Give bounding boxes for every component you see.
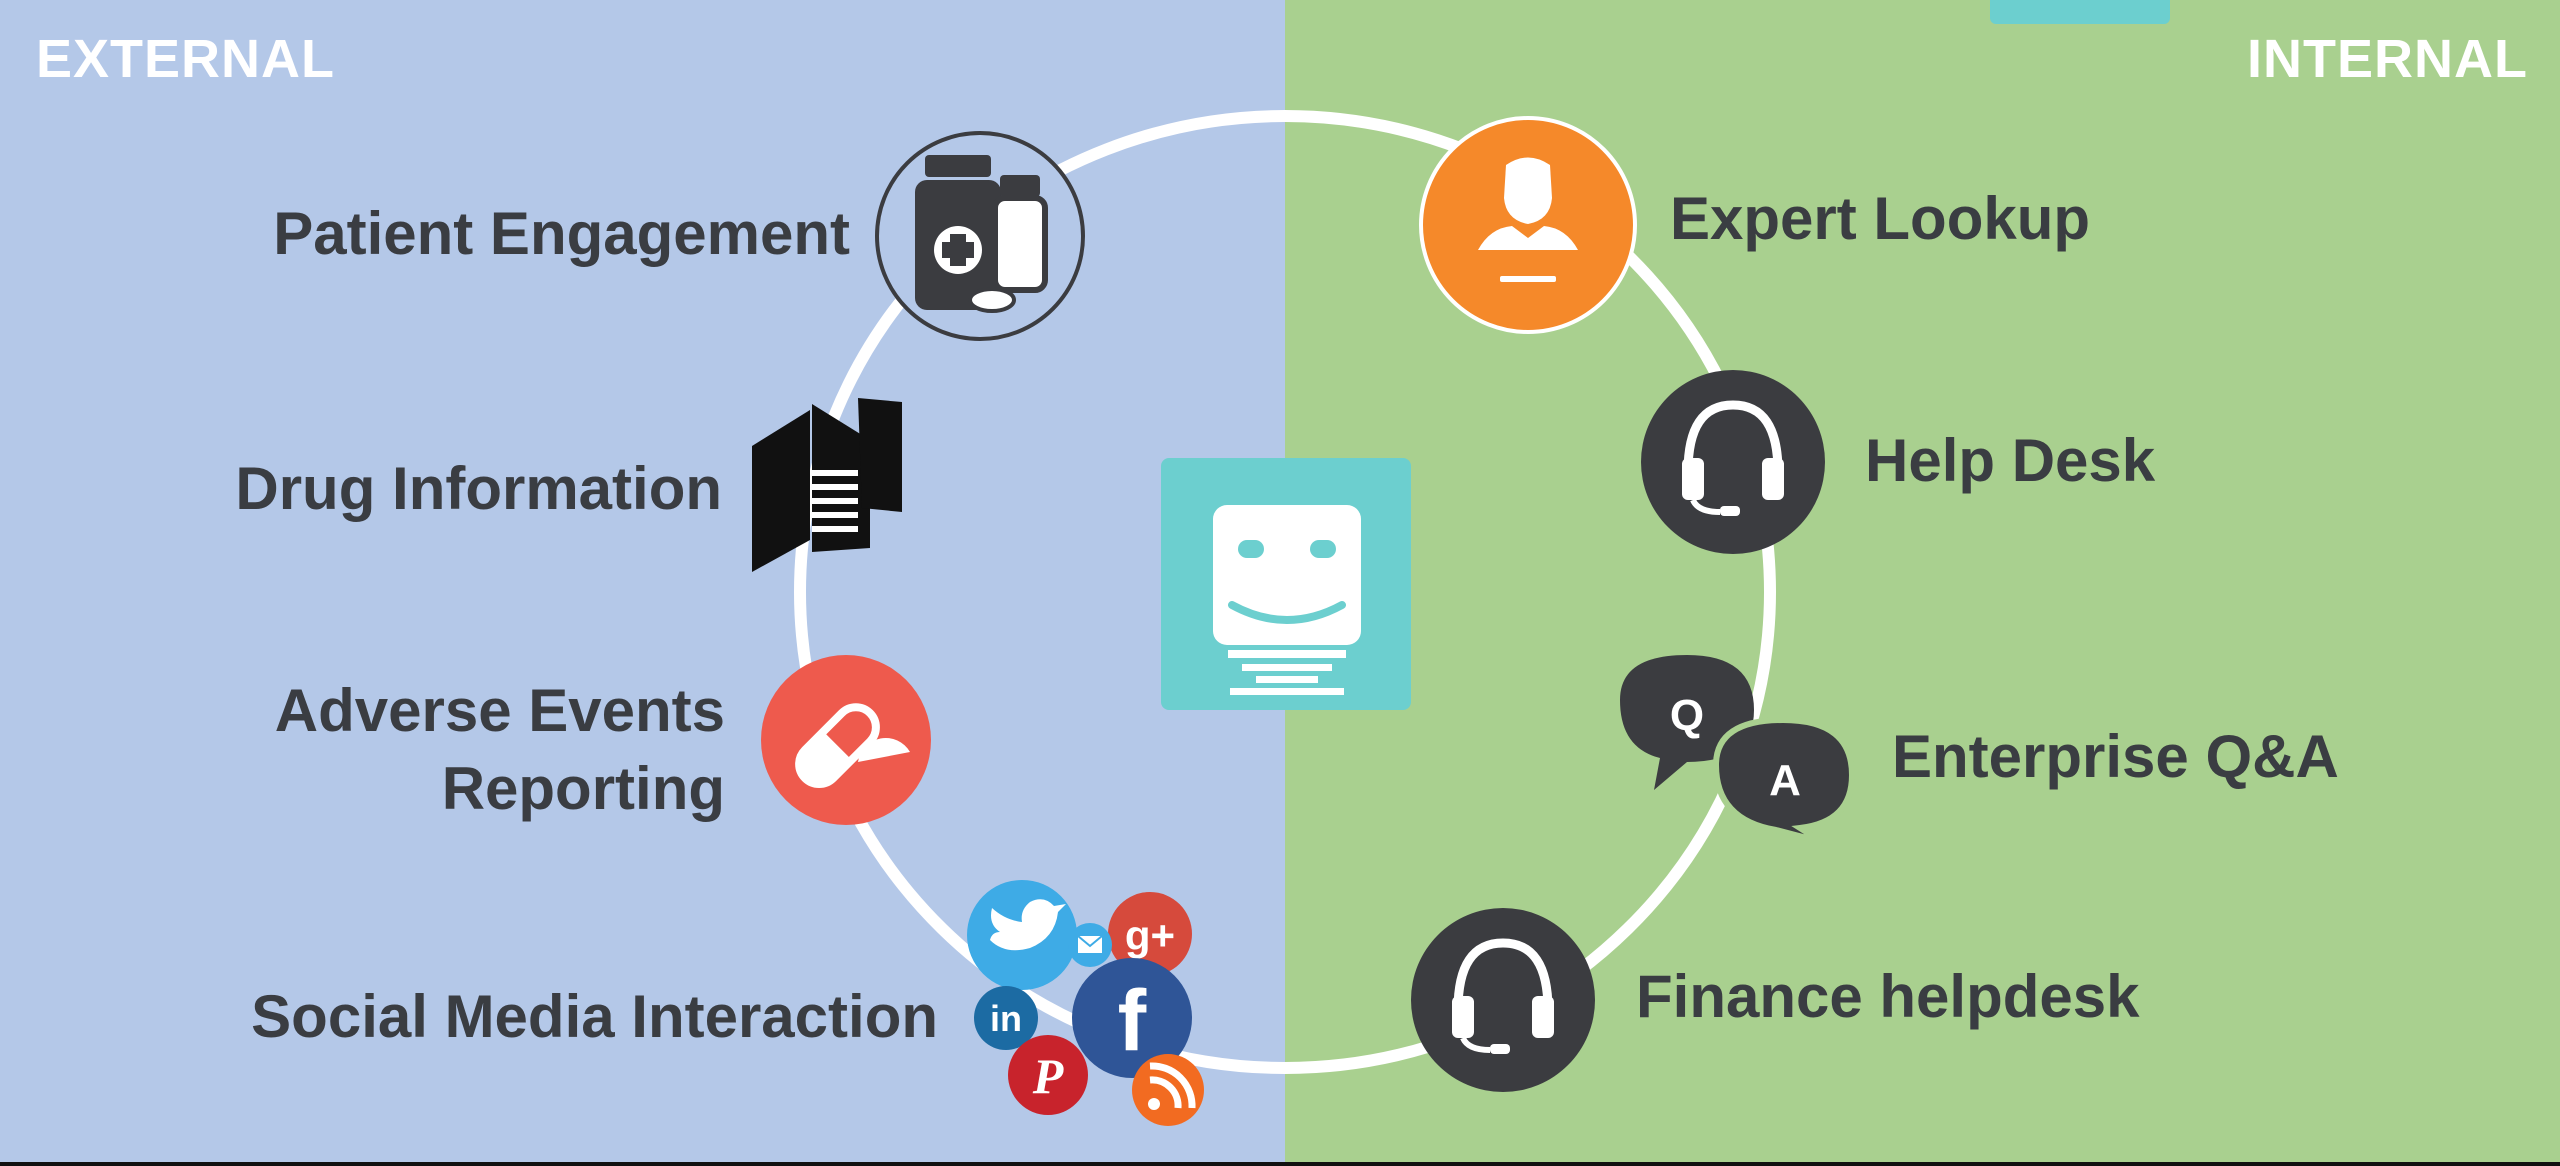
pill-capsule-icon bbox=[761, 655, 931, 825]
qa-bubbles-icon: Q A bbox=[1620, 655, 1856, 845]
googleplus-glyph: g+ bbox=[1125, 912, 1175, 959]
label-drug-information: Drug Information bbox=[235, 455, 722, 522]
pinterest-icon bbox=[1008, 1035, 1088, 1115]
bottom-bar bbox=[0, 1162, 2560, 1166]
label-patient-engagement: Patient Engagement bbox=[273, 200, 850, 267]
chatbot-computer-icon bbox=[1161, 458, 1411, 710]
facebook-glyph: f bbox=[1118, 973, 1147, 1069]
pinterest-glyph: P bbox=[1032, 1048, 1064, 1104]
label-enterprise-qa: Enterprise Q&A bbox=[1892, 723, 2339, 790]
medicine-bottles-icon bbox=[875, 131, 1085, 341]
label-help-desk: Help Desk bbox=[1865, 427, 2156, 494]
linkedin-glyph: in bbox=[990, 998, 1022, 1039]
expert-person-icon bbox=[1419, 116, 1637, 334]
label-social-media-interaction: Social Media Interaction bbox=[251, 983, 938, 1050]
leaflet-document-icon bbox=[752, 398, 902, 572]
social-media-cluster-icon: g+ in f P bbox=[967, 880, 1204, 1126]
top-tab-icon bbox=[1990, 0, 2170, 24]
label-adverse-events-line2: Reporting bbox=[441, 755, 725, 822]
label-expert-lookup: Expert Lookup bbox=[1670, 185, 2091, 252]
q-glyph: Q bbox=[1670, 691, 1704, 740]
facebook-icon bbox=[1072, 958, 1192, 1078]
expert-badge bbox=[1500, 276, 1556, 282]
external-title: EXTERNAL bbox=[36, 29, 336, 89]
label-finance-helpdesk: Finance helpdesk bbox=[1636, 963, 2140, 1030]
a-glyph: A bbox=[1769, 756, 1801, 805]
linkedin-icon bbox=[974, 986, 1038, 1050]
connection-ring bbox=[794, 110, 1776, 1074]
headset-icon bbox=[1641, 370, 1825, 554]
label-adverse-events-line1: Adverse Events bbox=[274, 677, 725, 744]
internal-title: INTERNAL bbox=[2247, 29, 2528, 89]
googleplus-icon bbox=[1108, 892, 1192, 976]
finance-headset-icon bbox=[1411, 908, 1595, 1092]
